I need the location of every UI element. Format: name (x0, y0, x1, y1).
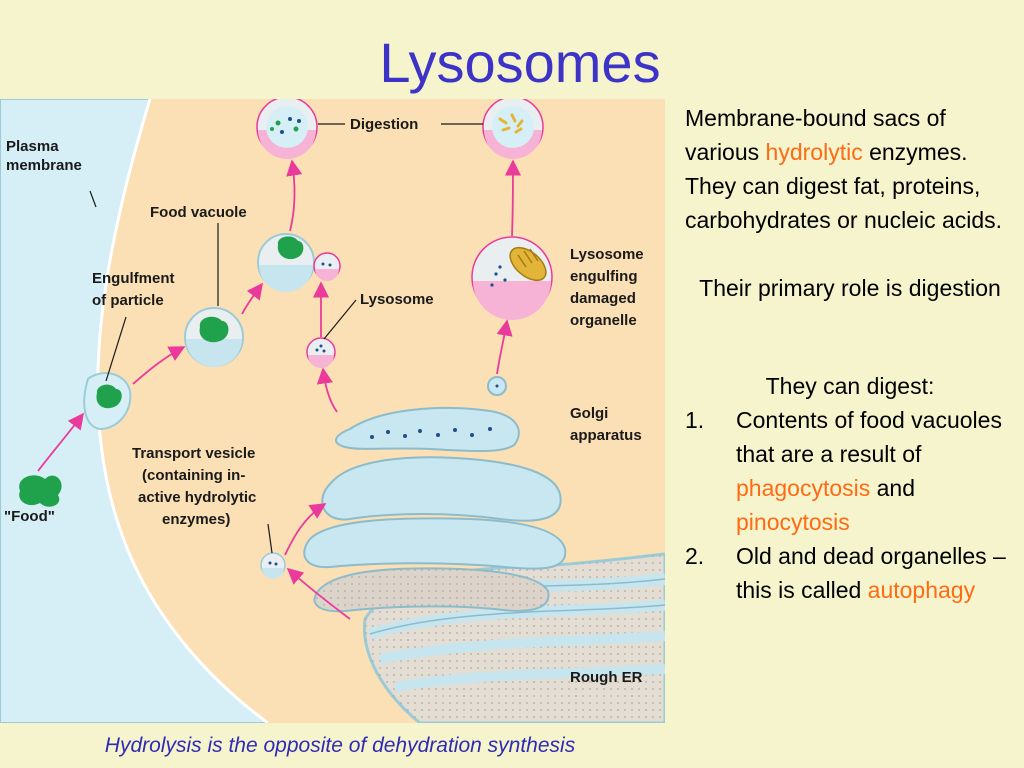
engulfment-vesicle (83, 372, 132, 431)
side-text: Membrane-bound sacs of various hydrolyti… (685, 101, 1015, 607)
term-hydrolytic: hydrolytic (765, 139, 863, 165)
digest-list: 1.Contents of food vacuoles that are a r… (685, 403, 1015, 607)
label-leaders (89, 123, 483, 554)
intro-paragraph: Membrane-bound sacs of various hydrolyti… (685, 105, 1003, 233)
plasma-membrane (0, 99, 270, 723)
lysosome-vesicle (306, 337, 336, 368)
damaged-mitochondrion (509, 246, 547, 282)
role-statement: Their primary role is digestion (699, 275, 1001, 301)
process-arrows (37, 159, 522, 620)
golgi-apparatus (303, 376, 567, 613)
label-digestion: Digestion (350, 116, 418, 133)
term-autophagy: autophagy (867, 577, 976, 603)
term-pinocytosis: pinocytosis (736, 509, 850, 535)
list-item: 2.Old and dead organelles – this is call… (685, 543, 1006, 603)
list-item: 1.Contents of food vacuoles that are a r… (685, 407, 1002, 535)
label-food-vacuole: Food vacuole (150, 204, 247, 221)
digestion-vacuole-2 (482, 99, 544, 159)
label-transport-vesicle: Transport vesicle(containing in-active h… (132, 445, 256, 528)
caption: Hydrolysis is the opposite of dehydratio… (104, 734, 576, 757)
autophagy-lysosome (471, 236, 553, 320)
digestion-vacuole-1 (256, 99, 318, 159)
food-vacuole-1 (184, 307, 244, 367)
plasma-membrane-edge (96, 99, 269, 723)
label-lysosome: Lysosome (360, 291, 434, 308)
food-particle (19, 475, 62, 507)
label-food: "Food" (4, 508, 55, 525)
term-phagocytosis: phagocytosis (736, 475, 871, 501)
transport-vesicle (260, 552, 286, 579)
digest-heading: They can digest: (765, 373, 935, 399)
slide-title: Lysosomes (379, 31, 661, 94)
label-rough-er: Rough ER (570, 669, 643, 686)
food-vacuole-2 (257, 233, 341, 292)
